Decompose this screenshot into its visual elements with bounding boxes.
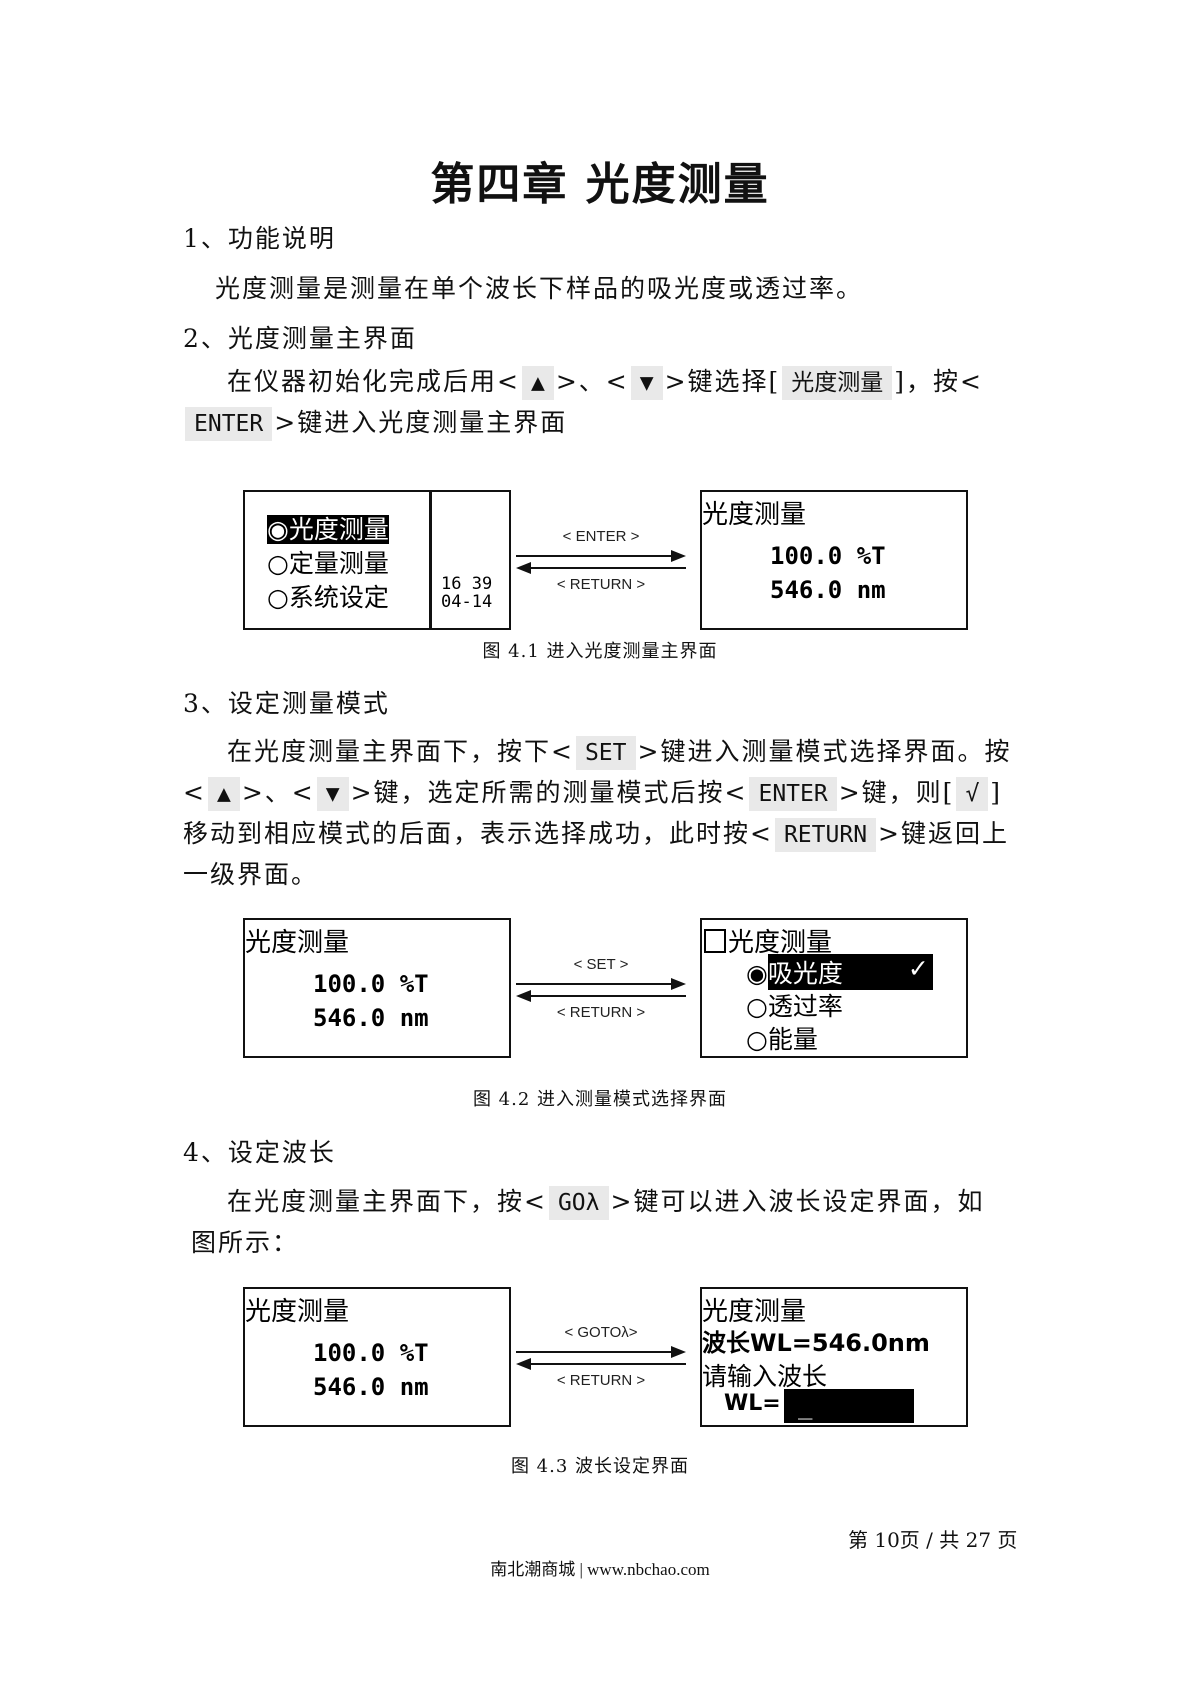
section-4-paragraph-line-2: 图所示：	[191, 1228, 300, 1257]
section-2-paragraph-line-2: ENTER>键进入光度测量主界面	[183, 402, 567, 443]
text-run: 移动到相应模式的后面，表示选择成功，此时按<	[183, 819, 773, 848]
fig3-arrows: < GOTOλ> < RETURN >	[516, 1318, 686, 1398]
mode-select-screen: 光度测量 ◉吸光度✓ ○透过率 ○能量	[700, 918, 968, 1058]
section-3-heading: 3、设定测量模式	[183, 689, 390, 718]
clock-time: 16 39	[441, 574, 493, 594]
goto-arrow-label: < GOTOλ>	[564, 1324, 638, 1341]
return-arrow-label: < RETURN >	[556, 1372, 646, 1389]
section-3-paragraph-line-1: 在光度测量主界面下，按下<SET>键进入测量模式选择界面。按	[227, 731, 1011, 772]
go-lambda-key: GOλ	[548, 1186, 609, 1220]
clock-date: 04-14	[441, 592, 493, 612]
text-run: >键选择[	[664, 367, 781, 396]
wl-screen-title: 光度测量	[702, 1297, 807, 1327]
fig1-arrows: < ENTER > < RETURN >	[516, 522, 686, 602]
photometric-screen: 光度测量 100.0 %T 546.0 nm	[243, 918, 511, 1058]
text-run: >键，则[	[838, 778, 955, 807]
radio-icon: ○	[746, 1025, 768, 1054]
section-4-paragraph-line-1: 在光度测量主界面下，按<GOλ>键可以进入波长设定界面，如	[227, 1181, 984, 1222]
menu-item-photometric: ◉光度测量	[267, 515, 389, 544]
screen-title: 光度测量	[245, 928, 350, 958]
figure-4-3-caption: 图 4.3 波长设定界面	[510, 1456, 690, 1477]
site-footer: 南北潮商城 | www.nbchao.com	[490, 1560, 710, 1579]
menu-item-system: ○系统设定	[267, 583, 389, 612]
text-run: >键返回上	[878, 819, 1009, 848]
menu-icon	[704, 929, 726, 953]
radio-icon: ○	[746, 992, 768, 1021]
set-arrow-label: < SET >	[573, 956, 629, 973]
text-run: ]，按<	[894, 367, 983, 396]
check-key: √	[956, 777, 989, 811]
return-key: RETURN	[774, 818, 877, 852]
mode-option-absorbance: ◉吸光度✓	[746, 954, 933, 990]
wavelength-value: 546.0 nm	[313, 1373, 429, 1401]
figure-4-1-caption: 图 4.1 进入光度测量主界面	[482, 641, 718, 662]
section-3-paragraph-line-4: 一级界面。	[183, 860, 319, 889]
section-2-heading: 2、光度测量主界面	[183, 324, 417, 353]
menu-item-quantitative: ○定量测量	[267, 549, 389, 578]
radio-selected-icon: ◉	[746, 959, 768, 988]
text-run: >键进入测量模式选择界面。按	[637, 737, 1012, 766]
wl-input-label: WL=	[724, 1391, 781, 1416]
photometric-screen: 光度测量 100.0 %T 546.0 nm	[700, 490, 968, 630]
text-run: 在仪器初始化完成后用<	[227, 367, 520, 396]
text-run: 在光度测量主界面下，按下<	[227, 737, 574, 766]
text-run: >、<	[241, 778, 315, 807]
fig2-arrows: < SET > < RETURN >	[516, 950, 686, 1030]
mode-option-transmittance: ○透过率	[746, 992, 843, 1021]
figure-4-2-caption: 图 4.2 进入测量模式选择界面	[472, 1089, 728, 1110]
section-2-paragraph-line-1: 在仪器初始化完成后用<▲>、<▼>键选择[光度测量]，按<	[227, 361, 983, 402]
current-wavelength: 波长WL=546.0nm	[702, 1329, 930, 1357]
input-prompt: 请输入波长	[702, 1362, 828, 1391]
down-key: ▼	[630, 366, 663, 400]
section-1-text: 光度测量是测量在单个波长下样品的吸光度或透过率。	[215, 274, 864, 303]
section-1-heading: 1、功能说明	[183, 224, 336, 253]
wavelength-value: 546.0 nm	[313, 1004, 429, 1032]
text-run: <	[183, 778, 206, 807]
mode-screen-title: 光度测量	[704, 922, 832, 959]
chapter-title: 第四章 光度测量	[430, 159, 770, 210]
check-icon: ✓	[907, 954, 929, 983]
page-number: 第 10页 / 共 27 页	[848, 1528, 1018, 1552]
section-3-paragraph-line-3: 移动到相应模式的后面，表示选择成功，此时按<RETURN>键返回上	[183, 813, 1009, 854]
transmittance-value: 100.0 %T	[313, 970, 429, 998]
text-run: 在光度测量主界面下，按<	[227, 1187, 547, 1216]
text-run: >、<	[555, 367, 629, 396]
main-menu-screen: ◉光度测量 ○定量测量 ○系统设定 16 39 04-14	[243, 490, 511, 630]
section-4-heading: 4、设定波长	[183, 1138, 336, 1167]
up-key: ▲	[521, 366, 554, 400]
section-3-paragraph-line-2: <▲>、<▼>键，选定所需的测量模式后按<ENTER>键，则[√]	[183, 772, 1002, 813]
text-run: >键可以进入波长设定界面，如	[610, 1187, 985, 1216]
enter-key: ENTER	[185, 407, 273, 441]
return-arrow-label: < RETURN >	[556, 576, 646, 593]
mode-key: 光度测量	[782, 366, 893, 400]
mode-option-energy: ○能量	[746, 1025, 818, 1054]
wavelength-value: 546.0 nm	[770, 576, 886, 604]
text-run: ]	[990, 778, 1003, 807]
set-key: SET	[575, 736, 636, 770]
double-arrow-icon	[516, 550, 686, 574]
double-arrow-icon	[516, 978, 686, 1002]
up-key: ▲	[207, 777, 240, 811]
screen-divider	[429, 492, 432, 628]
screen-title: 光度测量	[245, 1297, 350, 1327]
text-run: >键，选定所需的测量模式后按<	[350, 778, 748, 807]
photometric-screen: 光度测量 100.0 %T 546.0 nm	[243, 1287, 511, 1427]
wavelength-input-field[interactable]: _	[784, 1389, 914, 1423]
text-run: >键进入光度测量主界面	[274, 408, 568, 437]
screen-title: 光度测量	[702, 500, 807, 530]
enter-key: ENTER	[749, 777, 837, 811]
transmittance-value: 100.0 %T	[770, 542, 886, 570]
transmittance-value: 100.0 %T	[313, 1339, 429, 1367]
enter-arrow-label: < ENTER >	[562, 528, 640, 545]
down-key: ▼	[316, 777, 349, 811]
double-arrow-icon	[516, 1346, 686, 1370]
return-arrow-label: < RETURN >	[556, 1004, 646, 1021]
wavelength-set-screen: 光度测量 波长WL=546.0nm 请输入波长 WL= _	[700, 1287, 968, 1427]
